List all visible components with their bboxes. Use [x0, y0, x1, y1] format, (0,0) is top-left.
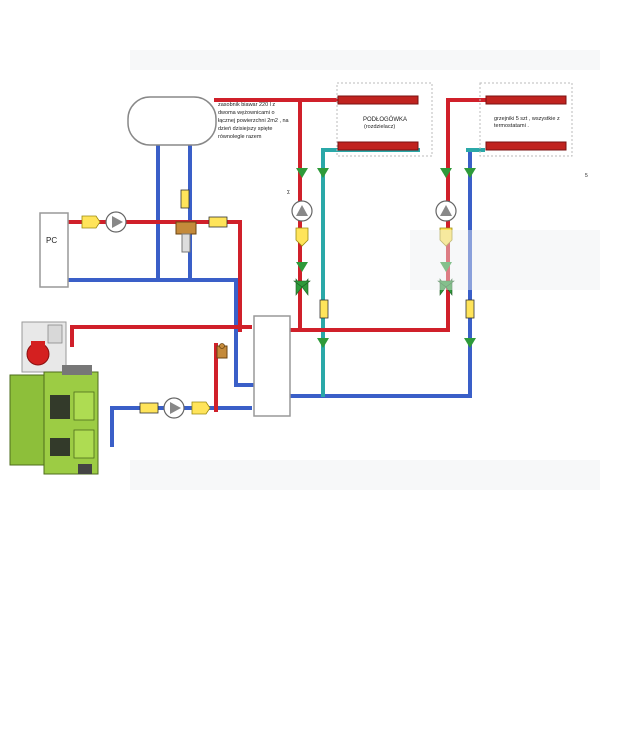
flow-meter-icon: [139, 402, 159, 414]
flow-arrow-icon: [296, 262, 308, 272]
buffer-distributor: [253, 315, 291, 417]
pc-label: PC: [46, 236, 57, 245]
pipe-cold-tank: [156, 138, 254, 387]
check-valve-icon: [295, 227, 309, 247]
pc-unit: PC: [39, 212, 69, 288]
flow-meter-icon: [465, 299, 475, 319]
check-valve-icon: [81, 215, 101, 229]
tank-note: zasobnik biawar 220 l z dwoma wężownicam…: [218, 102, 290, 140]
flow-meter-icon: [180, 189, 190, 209]
flow-arrow-icon: [464, 168, 476, 178]
svg-text:równolegle razem: równolegle razem: [218, 134, 262, 140]
underfloor-sublabel: (rozdzielacz): [364, 124, 395, 130]
flow-arrow-icon: [317, 338, 329, 348]
mixing-valve-icon: [293, 278, 311, 296]
mark-b: Σ: [287, 190, 290, 196]
mark-a: 5: [585, 173, 588, 179]
svg-text:dzień dzisiejszy spięte: dzień dzisiejszy spięte: [218, 126, 272, 132]
flow-arrow-icon: [440, 168, 452, 178]
underfloor-label: PODŁOGÓWKA: [363, 116, 407, 123]
radiators-box: grzejniki 5 szt , wszystkie z termostata…: [479, 82, 573, 157]
circulation-pump-icon: [435, 200, 457, 222]
flow-arrow-icon: [464, 338, 476, 348]
hot-water-tank: [127, 96, 217, 146]
flow-meter-icon: [319, 299, 329, 319]
circulation-pump-icon: [105, 211, 127, 233]
safety-valve-icon: [216, 343, 228, 359]
expansion-vessel-icon: [21, 321, 67, 373]
mixing-valve-icon: [437, 278, 455, 296]
flow-meter-icon: [208, 216, 228, 228]
check-valve-icon: [191, 401, 211, 415]
flow-arrow-icon: [317, 168, 329, 178]
underfloor-manifold: PODŁOGÓWKA (rozdzielacz): [336, 82, 433, 157]
svg-text:zasobnik biawar 220 l z: zasobnik biawar 220 l z: [218, 102, 275, 108]
pipe-hot-pc: [68, 220, 242, 332]
pipe-hot-main: [288, 98, 492, 332]
flow-arrow-icon: [440, 262, 452, 272]
check-valve-icon: [439, 227, 453, 247]
flow-arrow-icon: [296, 168, 308, 178]
radiators-label-1: grzejniki 5 szt , wszystkie z: [494, 116, 560, 122]
svg-text:łącznej powierzchni 2m2 , na: łącznej powierzchni 2m2 , na: [218, 118, 290, 124]
boiler: [9, 365, 99, 475]
pipe-cold-main: [288, 148, 472, 398]
background-texture: [130, 50, 600, 490]
radiators-label-2: termostatami .: [494, 123, 529, 129]
three-way-valve-icon: [175, 221, 197, 253]
circulation-pump-icon: [163, 397, 185, 419]
circulation-pump-icon: [291, 200, 313, 222]
svg-text:dwoma wężownicami o: dwoma wężownicami o: [218, 110, 275, 116]
